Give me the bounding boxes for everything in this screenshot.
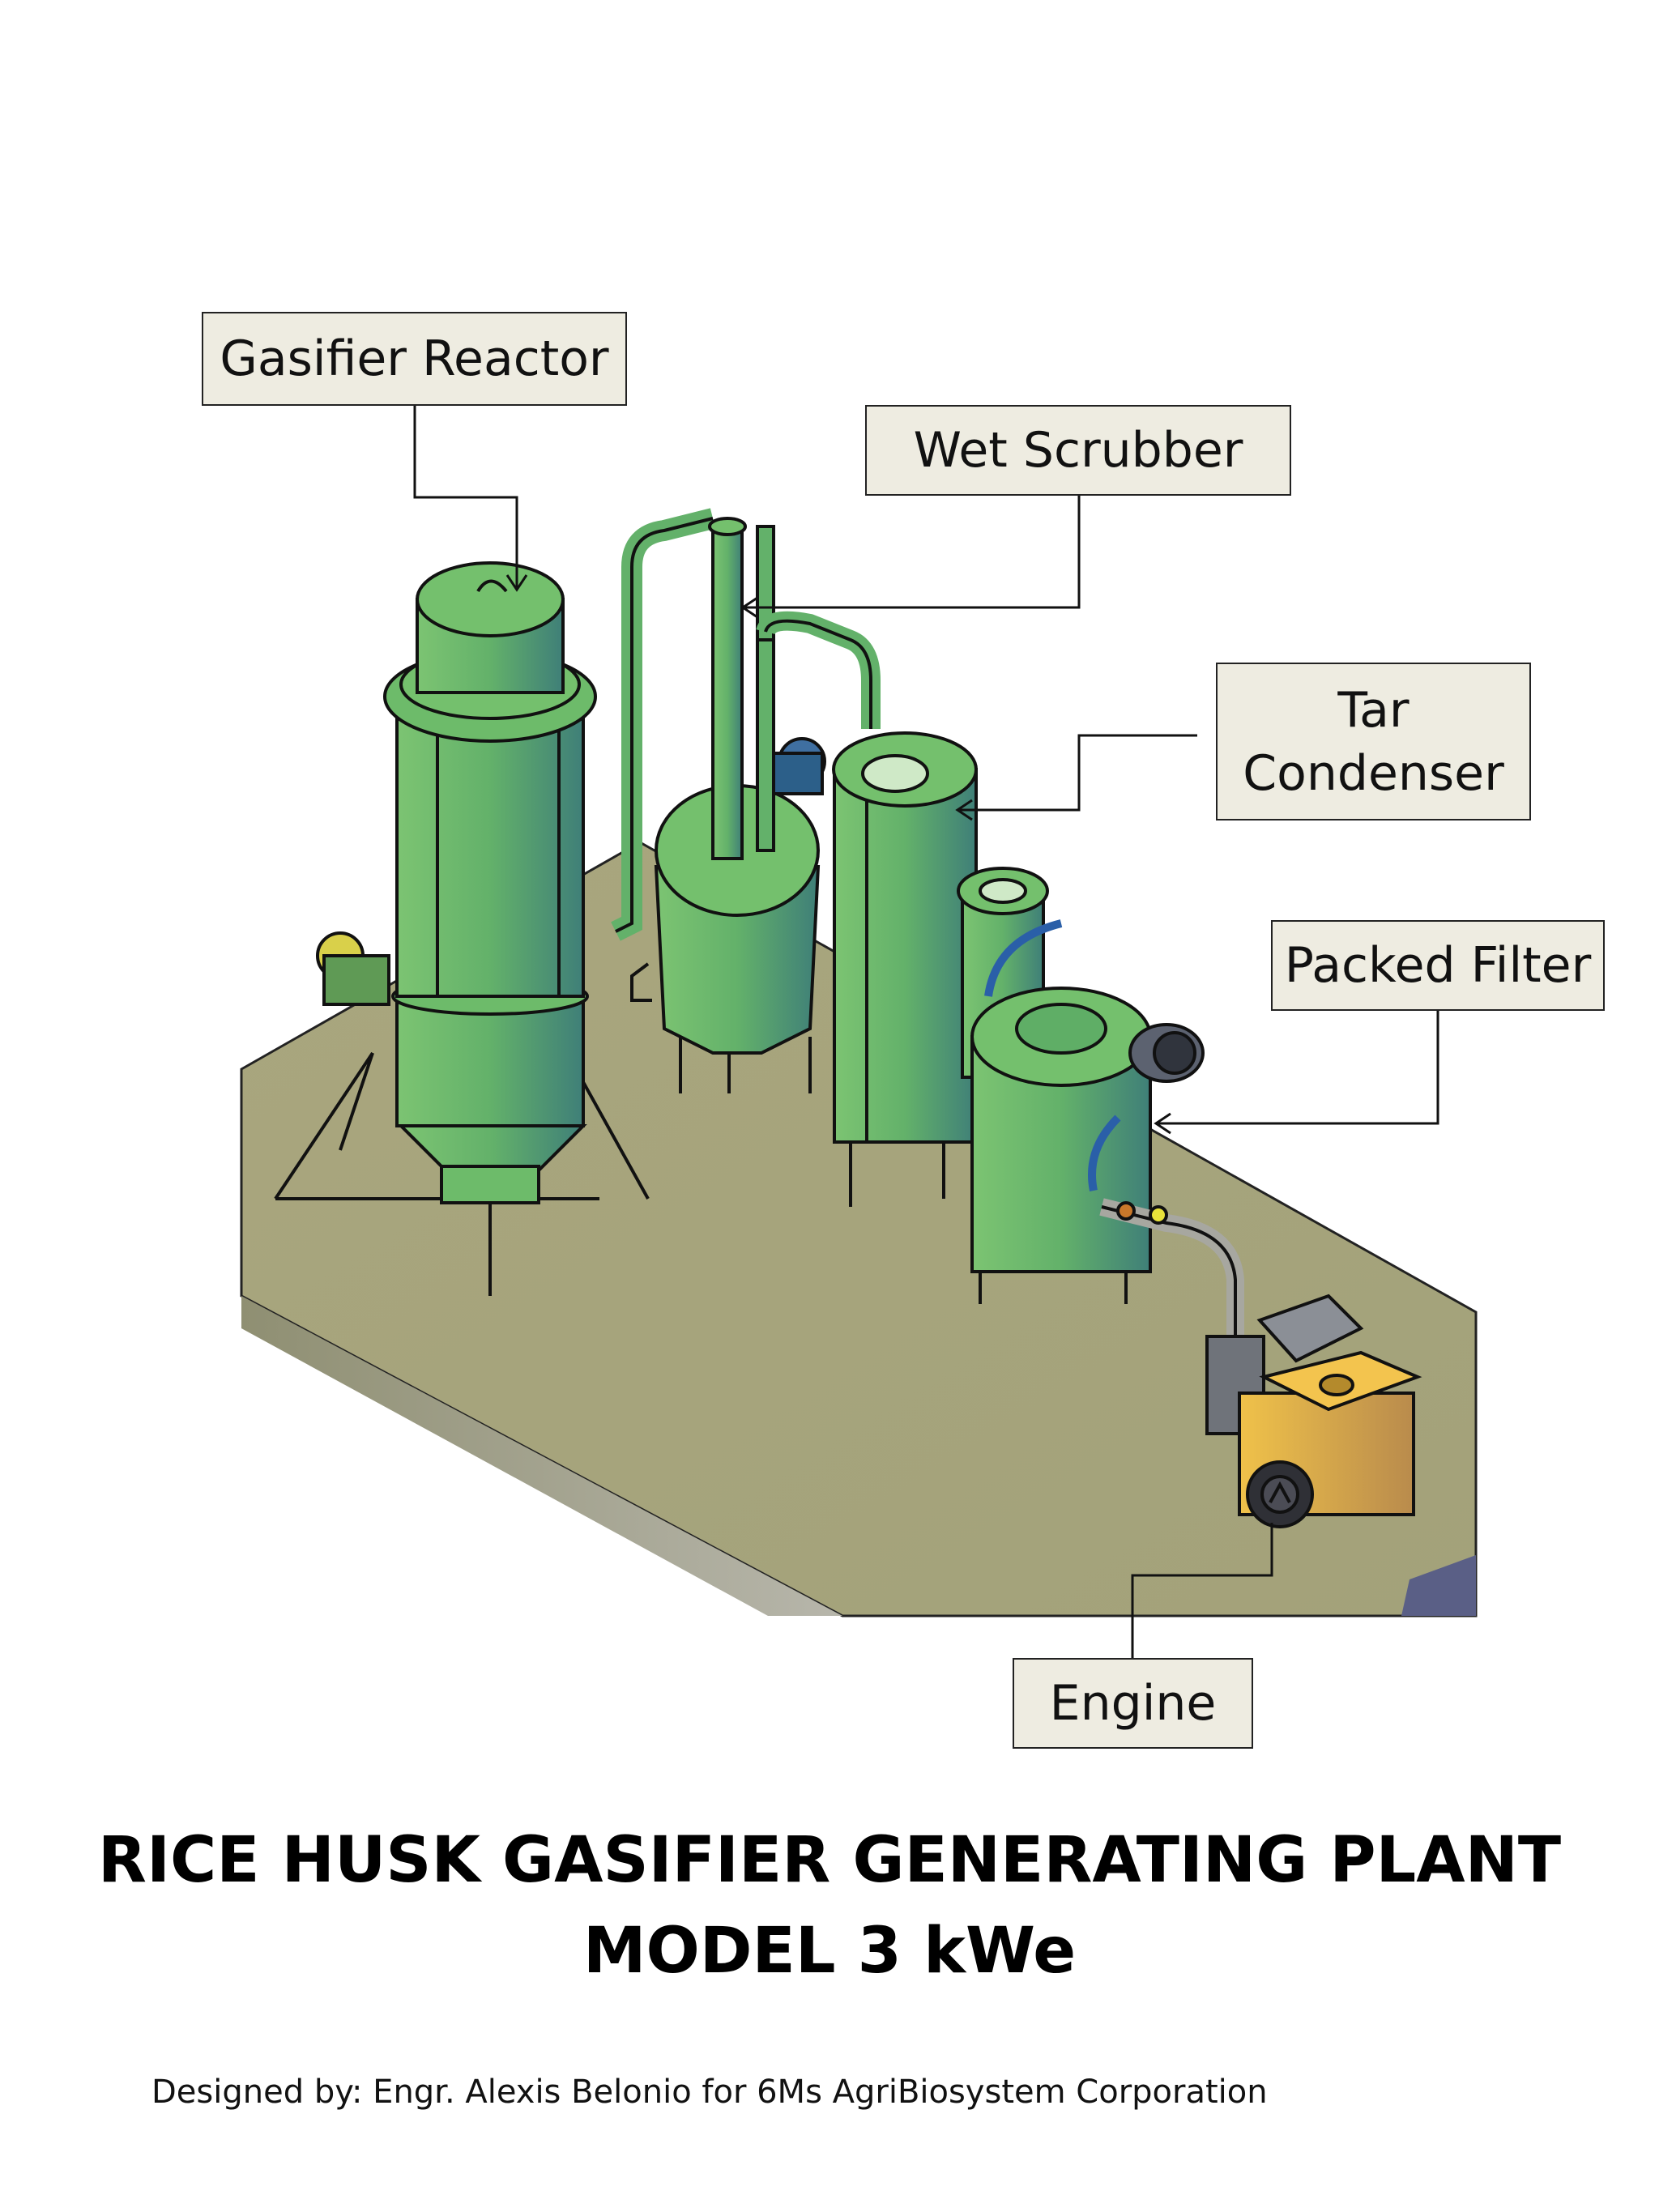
label-packed-filter-text: Packed Filter	[1284, 937, 1592, 994]
label-tar-condenser-line1: Tar	[1337, 681, 1410, 739]
plant-title-line1: RICE HUSK GASIFIER GENERATING PLANT	[97, 1824, 1562, 1897]
gasifier-reactor-vessel	[274, 561, 650, 1296]
label-gasifier-reactor-text: Gasifier Reactor	[220, 330, 609, 387]
gas-pipe-reactor-to-scrubber	[611, 508, 716, 941]
packed-filter-vessel	[957, 867, 1205, 1304]
label-packed-filter: Packed Filter	[1271, 920, 1605, 1011]
gas-pipe-filter-to-engine	[1099, 1198, 1244, 1345]
gas-pipe-scrubber-to-condenser	[756, 611, 881, 729]
callout-leader-lines	[413, 405, 1439, 1658]
tar-condenser-vessel	[832, 731, 978, 1207]
label-engine-text: Engine	[1049, 1675, 1217, 1732]
label-engine: Engine	[1013, 1658, 1253, 1749]
label-tar-condenser-line2: Condenser	[1243, 744, 1504, 802]
wet-scrubber-vessel	[630, 517, 826, 1093]
label-wet-scrubber-text: Wet Scrubber	[913, 422, 1243, 479]
label-tar-condenser: Tar Condenser	[1216, 663, 1531, 820]
designer-credit: Designed by: Engr. Alexis Belonio for 6M…	[151, 2073, 1268, 2111]
label-gasifier-reactor: Gasifier Reactor	[202, 312, 627, 406]
engine-unit	[1205, 1294, 1422, 1528]
label-wet-scrubber: Wet Scrubber	[865, 405, 1291, 496]
plant-title-line2: MODEL 3 kWe	[582, 1915, 1077, 1988]
